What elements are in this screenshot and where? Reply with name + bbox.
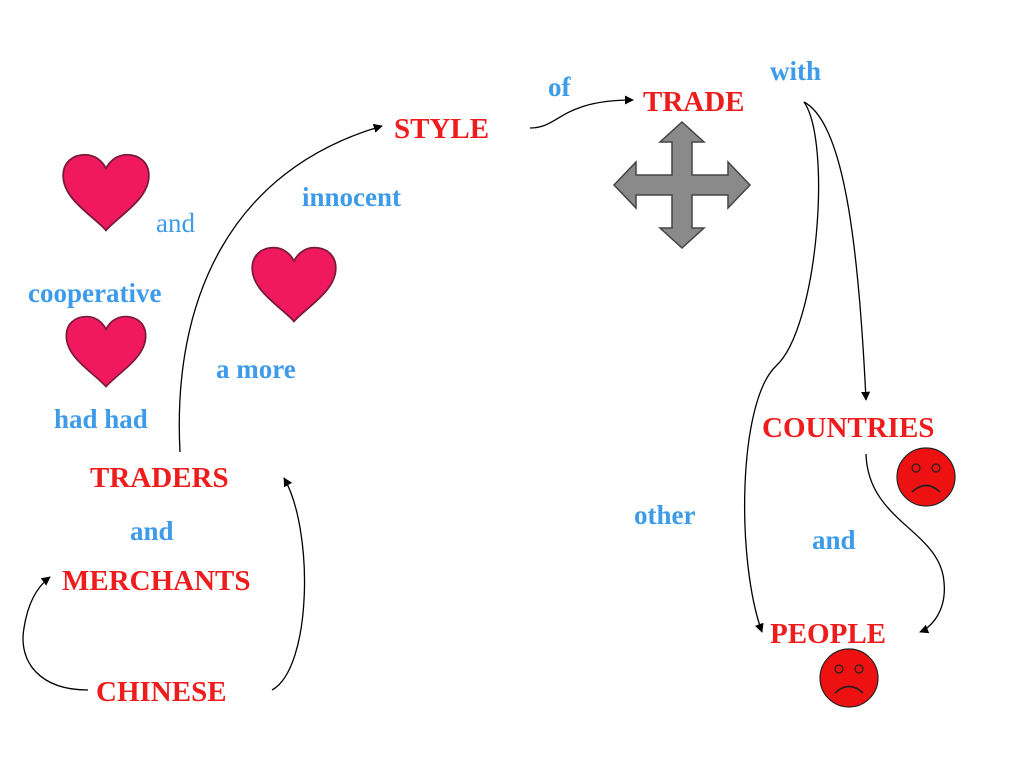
word-with: with <box>770 56 822 86</box>
sad-face-icon <box>819 648 879 708</box>
word-chinese: CHINESE <box>96 676 227 708</box>
four-way-arrow-icon <box>612 120 752 250</box>
word-style: STYLE <box>394 113 490 145</box>
word-of: of <box>548 72 571 102</box>
arrow-with-to-people <box>744 101 820 633</box>
word-innocent: innocent <box>302 182 402 212</box>
word-and-right: and <box>812 525 856 555</box>
arrow-chinese-to-merchants <box>22 576 89 691</box>
arrow-with-to-countries <box>803 101 871 401</box>
word-countries: COUNTRIES <box>762 412 935 444</box>
sad-face-icon <box>896 447 956 507</box>
word-merchants: MERCHANTS <box>62 565 251 597</box>
word-a-more: a more <box>216 354 296 384</box>
word-other: other <box>634 500 696 530</box>
word-had-had: had had <box>54 404 148 434</box>
arrow-traders-to-style <box>178 123 383 453</box>
word-traders: TRADERS <box>90 462 229 494</box>
arrow-chinese-to-traders <box>271 477 306 691</box>
word-and-top: and <box>156 208 195 238</box>
word-people: PEOPLE <box>770 618 887 650</box>
arrow-countries-to-people <box>865 453 945 634</box>
heart-icon <box>65 315 147 388</box>
heart-icon <box>62 153 150 232</box>
word-and-left: and <box>130 516 174 546</box>
arrow-style-to-trade <box>529 95 634 129</box>
heart-icon <box>251 246 337 323</box>
word-cooperative: cooperative <box>28 278 162 308</box>
word-trade: TRADE <box>643 86 745 118</box>
